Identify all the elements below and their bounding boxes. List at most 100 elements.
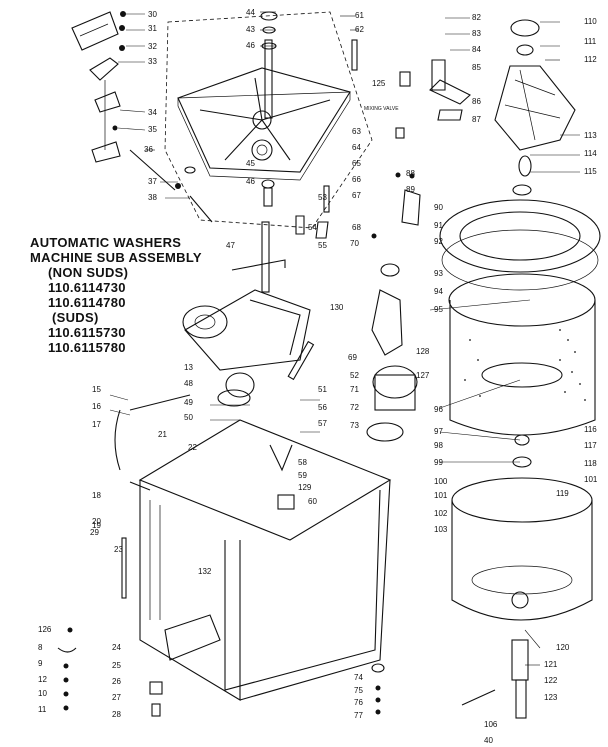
callout: 85 (472, 63, 481, 72)
callout-labels: 30 31 32 33 34 35 36 37 38 44 43 46 61 6… (38, 8, 598, 745)
callout: 75 (354, 686, 363, 695)
callout: 23 (114, 545, 123, 554)
callout: 34 (148, 108, 157, 117)
callout: 128 (416, 347, 430, 356)
callout: 19 (92, 521, 101, 530)
callout: 26 (112, 677, 121, 686)
model-number: 110.6114780 (48, 295, 126, 310)
callout: 33 (148, 57, 157, 66)
callout: 35 (148, 125, 157, 134)
mixing-valve-note: MIXING VALVE (364, 106, 399, 112)
callout: 69 (348, 353, 357, 362)
callout: 54 (308, 223, 317, 232)
callout: 117 (584, 441, 597, 450)
callout: 74 (354, 673, 363, 682)
callout: 121 (544, 660, 558, 669)
callout: 122 (544, 676, 558, 685)
callout: 59 (298, 471, 307, 480)
callout: 61 (355, 11, 364, 20)
callout: 37 (148, 177, 157, 186)
callout: 13 (184, 363, 193, 372)
callout: 129 (298, 483, 312, 492)
callout: 67 (352, 191, 361, 200)
callout: 97 (434, 427, 443, 436)
callout: 115 (584, 167, 597, 176)
leader-lines (109, 11, 580, 666)
callout: 86 (472, 97, 481, 106)
title-line: AUTOMATIC WASHERS (30, 235, 182, 250)
callout: 17 (92, 420, 101, 429)
callout: 114 (584, 149, 597, 158)
callout: 110 (584, 17, 597, 26)
callout: 101 (584, 475, 598, 484)
callout: 45 (246, 159, 255, 168)
callout: 118 (584, 459, 597, 468)
callout: 116 (584, 425, 597, 434)
callout: 119 (556, 489, 569, 498)
callout: 64 (352, 143, 361, 152)
model-number: 110.6115730 (48, 325, 126, 340)
callout: 44 (246, 8, 255, 17)
callout: 125 (372, 79, 386, 88)
callout: 28 (112, 710, 121, 719)
callout: 101 (434, 491, 448, 500)
callout: 102 (434, 509, 448, 518)
callout: 94 (434, 287, 443, 296)
callout: 123 (544, 693, 558, 702)
title-line: (SUDS) (52, 310, 99, 325)
callout: 49 (184, 398, 193, 407)
callout: 15 (92, 385, 101, 394)
callout: 10 (38, 689, 47, 698)
callout: 120 (556, 643, 570, 652)
callout: 99 (434, 458, 443, 467)
callout: 111 (584, 37, 597, 46)
agitator-assembly (494, 19, 576, 196)
callout: 11 (38, 705, 47, 714)
callout: 98 (434, 441, 443, 450)
cabinet-base (114, 409, 392, 717)
callout: 90 (434, 203, 443, 212)
callout: 20 (92, 517, 101, 526)
callout: 127 (416, 371, 430, 380)
callout: 16 (92, 402, 101, 411)
callout: 130 (330, 303, 344, 312)
callout: 38 (148, 193, 157, 202)
callout: 32 (148, 42, 157, 51)
callout: 77 (354, 711, 363, 720)
callout: 113 (584, 131, 597, 140)
callout: 31 (148, 24, 157, 33)
callout: 58 (298, 458, 307, 467)
callout: 55 (318, 241, 327, 250)
mounting-plate-assembly (164, 11, 373, 229)
callout: 47 (226, 241, 235, 250)
callout: 82 (472, 13, 481, 22)
title-line: MACHINE SUB ASSEMBLY (30, 250, 202, 265)
callout: 51 (318, 385, 327, 394)
leveling-feet (371, 663, 385, 715)
callout: 24 (112, 643, 121, 652)
callout: 56 (318, 403, 327, 412)
callout: 106 (484, 720, 498, 729)
callout: 126 (38, 625, 52, 634)
callout: 132 (198, 567, 212, 576)
callout: 71 (350, 385, 359, 394)
callout: 83 (472, 29, 481, 38)
callout: 72 (350, 403, 359, 412)
callout: 48 (184, 379, 193, 388)
model-number: 110.6115780 (48, 340, 126, 355)
callout: 29 (90, 528, 99, 537)
model-number: 110.6114730 (48, 280, 126, 295)
title-line: (NON SUDS) (48, 265, 129, 280)
callout: 27 (112, 693, 121, 702)
callout: 100 (434, 477, 448, 486)
callout: 93 (434, 269, 443, 278)
callout: 30 (148, 10, 157, 19)
callout: 8 (38, 643, 43, 652)
callout: 52 (350, 371, 359, 380)
right-middle-parts (295, 59, 471, 239)
callout: 18 (92, 491, 101, 500)
callout: 84 (472, 45, 481, 54)
bottom-left-hardware (57, 627, 77, 711)
callout: 22 (188, 443, 197, 452)
